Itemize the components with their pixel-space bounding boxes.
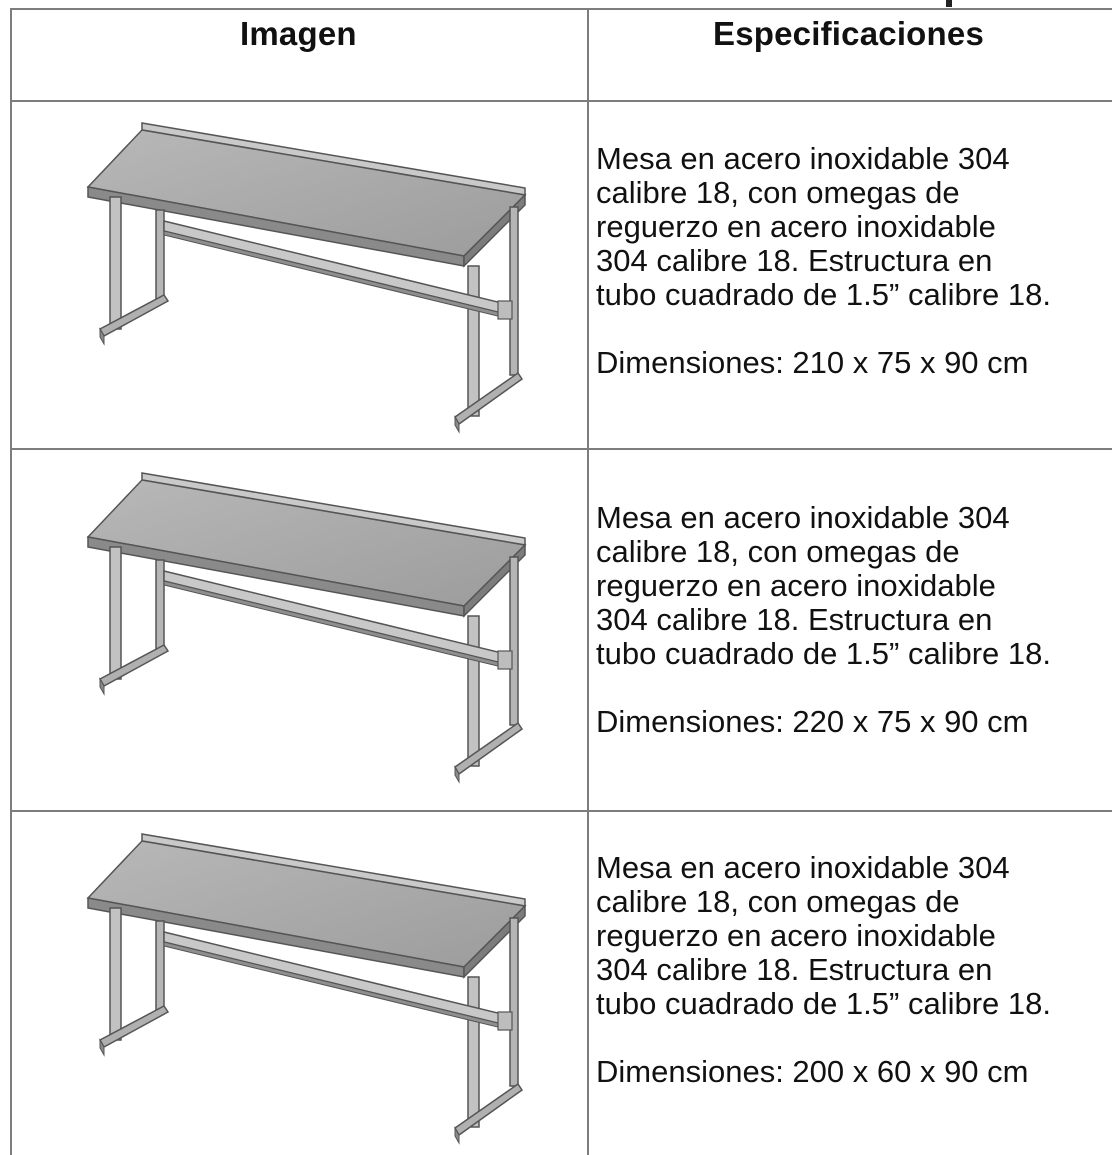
spec-text-row-1: Mesa en acero inoxidable 304 calibre 18,… xyxy=(596,142,1108,380)
spec-text-row-2: Mesa en acero inoxidable 304 calibre 18,… xyxy=(596,501,1108,739)
table-border-left xyxy=(10,8,12,1155)
dimensions-text: Dimensiones: 210 x 75 x 90 cm xyxy=(596,345,1029,380)
table-border-top xyxy=(10,8,1112,10)
spec-line: tubo cuadrado de 1.5” calibre 18. xyxy=(596,636,1051,671)
spec-line: Mesa en acero inoxidable 304 xyxy=(596,141,1010,176)
spec-line: Mesa en acero inoxidable 304 xyxy=(596,500,1010,535)
spec-text-row-3: Mesa en acero inoxidable 304 calibre 18,… xyxy=(596,851,1108,1089)
spec-line: calibre 18, con omegas de xyxy=(596,884,960,919)
row-divider-2 xyxy=(10,810,1112,812)
dimensions-text: Dimensiones: 200 x 60 x 90 cm xyxy=(596,1054,1029,1089)
spec-line: 304 calibre 18. Estructura en xyxy=(596,243,993,278)
spec-line: reguerzo en acero inoxidable xyxy=(596,209,996,244)
stainless-steel-table-icon xyxy=(87,472,526,783)
spec-line: calibre 18, con omegas de xyxy=(596,534,960,569)
spec-line: reguerzo en acero inoxidable xyxy=(596,918,996,953)
spec-line: Mesa en acero inoxidable 304 xyxy=(596,850,1010,885)
stainless-steel-table-icon xyxy=(87,122,526,433)
stainless-steel-table-icon xyxy=(87,833,526,1144)
spec-line: calibre 18, con omegas de xyxy=(596,175,960,210)
spec-line: reguerzo en acero inoxidable xyxy=(596,568,996,603)
column-divider xyxy=(587,8,589,1155)
header-image: Imagen xyxy=(240,15,357,52)
header-specifications: Especificaciones xyxy=(713,15,985,52)
header-divider xyxy=(10,100,1112,102)
row-divider-1 xyxy=(10,448,1112,450)
spec-line: 304 calibre 18. Estructura en xyxy=(596,952,993,987)
spec-line: 304 calibre 18. Estructura en xyxy=(596,602,993,637)
stray-mark xyxy=(946,0,952,7)
spec-line: tubo cuadrado de 1.5” calibre 18. xyxy=(596,986,1051,1021)
dimensions-text: Dimensiones: 220 x 75 x 90 cm xyxy=(596,704,1029,739)
spec-line: tubo cuadrado de 1.5” calibre 18. xyxy=(596,277,1051,312)
